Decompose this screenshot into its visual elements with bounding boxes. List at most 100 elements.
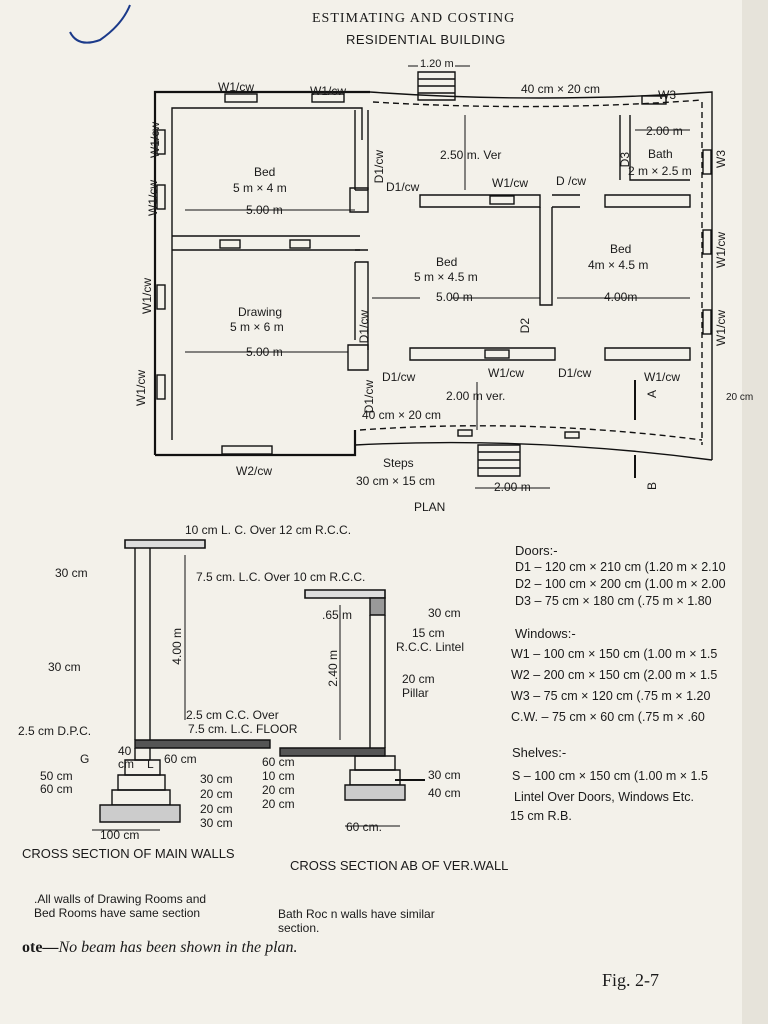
door-label: D1/cw bbox=[558, 366, 592, 380]
verandah-bottom: 2.00 m ver. bbox=[446, 389, 506, 403]
room-dim: 5.00 m bbox=[246, 345, 283, 359]
wall-height: 4.00 m bbox=[170, 628, 184, 665]
floor-label-2: 7.5 cm. L.C. FLOOR bbox=[188, 722, 298, 736]
room-size: 4m × 4.5 m bbox=[588, 258, 649, 272]
room-name: Bath bbox=[648, 147, 673, 161]
door-label: D /cw bbox=[556, 174, 586, 188]
window-label: W1/cw bbox=[218, 80, 254, 94]
ver-right-dim: 30 cm bbox=[428, 768, 461, 782]
window-spec: C.W. – 75 cm × 60 cm (.75 m × .60 bbox=[511, 710, 705, 724]
room-dim: 4.00m bbox=[604, 290, 638, 304]
room-dim: 5.00 m bbox=[246, 203, 283, 217]
shelf-spec: 15 cm R.B. bbox=[510, 809, 572, 823]
pillar-label: Pillar bbox=[402, 686, 429, 700]
shelf-spec: Lintel Over Doors, Windows Etc. bbox=[514, 790, 694, 804]
window-spec: W2 – 200 cm × 150 cm (2.00 m × 1.5 bbox=[511, 668, 718, 682]
lintel-width: 30 cm bbox=[428, 606, 461, 620]
note-right: Bath Roc n walls have similar bbox=[278, 907, 435, 921]
window-spec: W1 – 100 cm × 150 cm (1.00 m × 1.5 bbox=[511, 647, 718, 661]
roof-label: 10 cm L. C. Over 12 cm R.C.C. bbox=[185, 523, 352, 537]
window-label: W1/cw bbox=[644, 370, 680, 384]
window-label: W1/cw bbox=[140, 278, 154, 314]
ver-height: 2.40 m bbox=[326, 650, 340, 687]
room-size: 5 m × 6 m bbox=[230, 320, 284, 334]
note-left-2: Bed Rooms have same section bbox=[34, 906, 201, 920]
wall-mid-dim: 30 cm bbox=[48, 660, 81, 674]
steps-width: 2.00 m bbox=[494, 480, 531, 494]
floor-label: 2.5 cm C.C. Over bbox=[186, 708, 279, 722]
doors-heading: Doors:- bbox=[515, 543, 558, 558]
wall-size-bottom: 40 cm × 20 cm bbox=[362, 408, 442, 422]
window-label: W1/cw bbox=[488, 366, 524, 380]
ver-base-dim: 60 cm. bbox=[346, 820, 383, 834]
steps-label: Steps bbox=[383, 456, 414, 470]
depth-dim: 50 cm bbox=[40, 769, 73, 783]
lintel-depth: 15 cm bbox=[412, 626, 445, 640]
plan-caption: PLAN bbox=[414, 500, 446, 514]
room-name: Bed bbox=[610, 242, 632, 256]
window-label: W3 bbox=[658, 88, 676, 102]
windows-heading: Windows:- bbox=[515, 626, 576, 641]
ground-label: G bbox=[80, 752, 90, 766]
window-label: W1/cw bbox=[492, 176, 528, 190]
beam-note-text: No beam has been shown in the plan. bbox=[58, 939, 298, 956]
verandah-top: 2.50 m. Ver bbox=[440, 148, 502, 162]
window-label: W1/cw bbox=[714, 310, 728, 346]
wall-size-top: 40 cm × 20 cm bbox=[521, 82, 601, 96]
room-size: 2 m × 2.5 m bbox=[628, 164, 692, 178]
beam-note-prefix: ote— bbox=[22, 939, 59, 956]
window-label: W1/cw bbox=[714, 232, 728, 268]
room-dim: 5.00 m bbox=[436, 290, 473, 304]
door-label: D1/cw bbox=[386, 180, 420, 194]
room-name: Drawing bbox=[238, 305, 283, 319]
ver-left-dim: 10 cm bbox=[262, 769, 295, 783]
room-dim: 2.00 m bbox=[646, 124, 683, 138]
room-name: Bed bbox=[436, 255, 458, 269]
width-dim: 60 cm bbox=[164, 752, 197, 766]
section-b: B bbox=[645, 482, 659, 491]
room-size: 5 m × 4 m bbox=[233, 181, 287, 195]
ver-left-dim: 20 cm bbox=[262, 783, 295, 797]
plinth-dim: 40 bbox=[118, 744, 132, 758]
steps-size: 30 cm × 15 cm bbox=[356, 474, 436, 488]
window-spec: W3 – 75 cm × 120 cm (.75 m × 1.20 bbox=[511, 689, 711, 703]
pen-mark bbox=[69, 4, 131, 44]
top-steps-width: 1.20 m bbox=[420, 58, 454, 70]
window-label: W1/cw bbox=[310, 84, 346, 98]
main-section-caption: CROSS SECTION OF MAIN WALLS bbox=[22, 846, 235, 861]
section-a: A bbox=[645, 390, 659, 399]
window-label: W2/cw bbox=[236, 464, 272, 478]
figure-number: Fig. 2-7 bbox=[602, 970, 660, 990]
lintel-label: R.C.C. Lintel bbox=[396, 640, 465, 654]
room-size: 5 m × 4.5 m bbox=[414, 270, 478, 284]
shelves-heading: Shelves:- bbox=[512, 745, 567, 760]
pillar-dim: 20 cm bbox=[402, 672, 435, 686]
ver-right-dim: 40 cm bbox=[428, 786, 461, 800]
note-left: .All walls of Drawing Rooms and bbox=[34, 892, 207, 906]
page-edge bbox=[742, 0, 768, 1024]
ver-section-caption: CROSS SECTION AB OF VER.WALL bbox=[290, 858, 509, 873]
plinth-unit: cm bbox=[118, 757, 134, 771]
window-label: W1/cw bbox=[146, 180, 160, 216]
window-label: W1/cw bbox=[148, 122, 162, 158]
ver-left-dim: 20 cm bbox=[262, 797, 295, 811]
wall-top-dim: 30 cm bbox=[55, 566, 88, 580]
beam-note: ote—No beam has been shown in the plan. bbox=[22, 939, 298, 957]
window-label: W1/cw bbox=[134, 370, 148, 406]
door-label: D1/cw bbox=[372, 150, 386, 184]
door-spec: D1 – 120 cm × 210 cm (1.20 m × 2.10 bbox=[515, 560, 726, 574]
edge-dim: 20 cm bbox=[726, 392, 754, 403]
page-subtitle: RESIDENTIAL BUILDING bbox=[346, 32, 506, 47]
note-right-2: section. bbox=[278, 921, 320, 935]
window-label: W3 bbox=[714, 150, 728, 168]
door-label: D2 bbox=[518, 318, 532, 334]
step-dim: 20 cm bbox=[200, 787, 233, 801]
shelf-spec: S – 100 cm × 150 cm (1.00 m × 1.5 bbox=[512, 769, 708, 783]
l-label: L bbox=[147, 757, 154, 771]
ver-left-dim: 60 cm bbox=[262, 755, 295, 769]
door-spec: D3 – 75 cm × 180 cm (.75 m × 1.80 bbox=[515, 594, 712, 608]
page-title: ESTIMATING AND COSTING bbox=[312, 11, 516, 26]
ver-top-dim: .65 m bbox=[322, 608, 353, 622]
